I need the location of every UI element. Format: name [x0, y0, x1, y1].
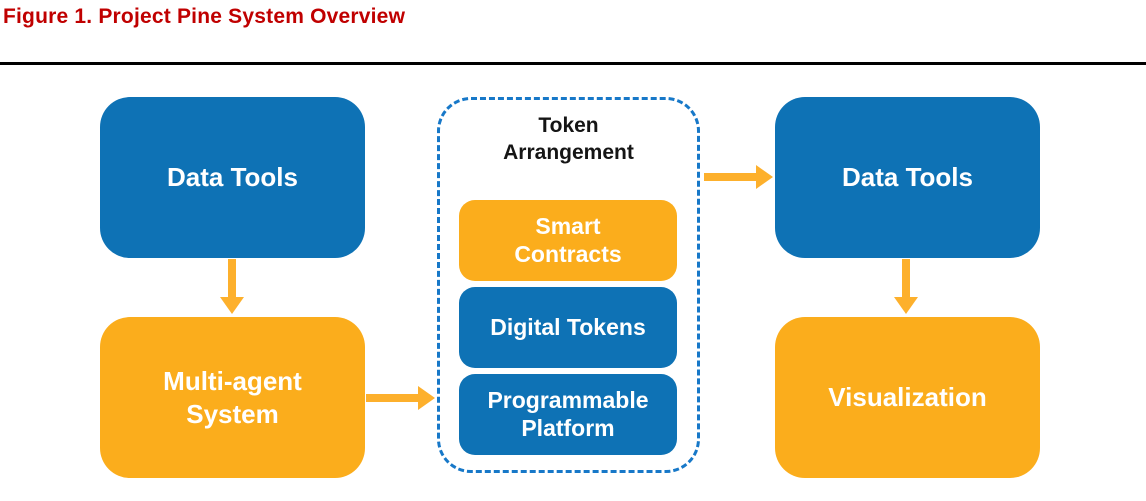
figure-caption: Figure 1. Project Pine System Overview	[3, 5, 406, 28]
caption-divider	[0, 62, 1146, 65]
arrow-data-tools-left-to-multi-agent	[220, 259, 244, 314]
arrow-shaft	[704, 173, 756, 181]
arrow-multi-agent-to-token-arrangement	[366, 386, 435, 410]
box-smart-contracts: Smart Contracts	[459, 200, 677, 281]
box-label: Data Tools	[842, 162, 973, 193]
arrow-head	[220, 297, 244, 314]
arrow-token-arrangement-to-data-tools-right	[704, 165, 773, 189]
box-data-tools-right: Data Tools	[775, 97, 1040, 258]
box-label: Digital Tokens	[490, 313, 646, 340]
box-data-tools-left: Data Tools	[100, 97, 365, 258]
token-arrangement-group	[437, 97, 700, 473]
box-label: Data Tools	[167, 162, 298, 193]
arrow-data-tools-right-to-visualization	[894, 259, 918, 314]
token-arrangement-title: Token Arrangement	[437, 112, 700, 167]
arrow-shaft	[902, 259, 910, 297]
arrow-head	[756, 165, 773, 189]
box-label: Programmable Platform	[487, 386, 649, 441]
box-label: Visualization	[828, 382, 987, 413]
arrow-shaft	[366, 394, 418, 402]
arrow-shaft	[228, 259, 236, 297]
box-label: Smart Contracts	[514, 212, 622, 267]
arrow-head	[418, 386, 435, 410]
box-visualization: Visualization	[775, 317, 1040, 478]
box-label: Multi-agent System	[163, 366, 302, 429]
group-title-text: Token Arrangement	[503, 114, 634, 165]
box-multi-agent-system: Multi-agent System	[100, 317, 365, 478]
box-digital-tokens: Digital Tokens	[459, 287, 677, 368]
box-programmable-platform: Programmable Platform	[459, 374, 677, 455]
arrow-head	[894, 297, 918, 314]
